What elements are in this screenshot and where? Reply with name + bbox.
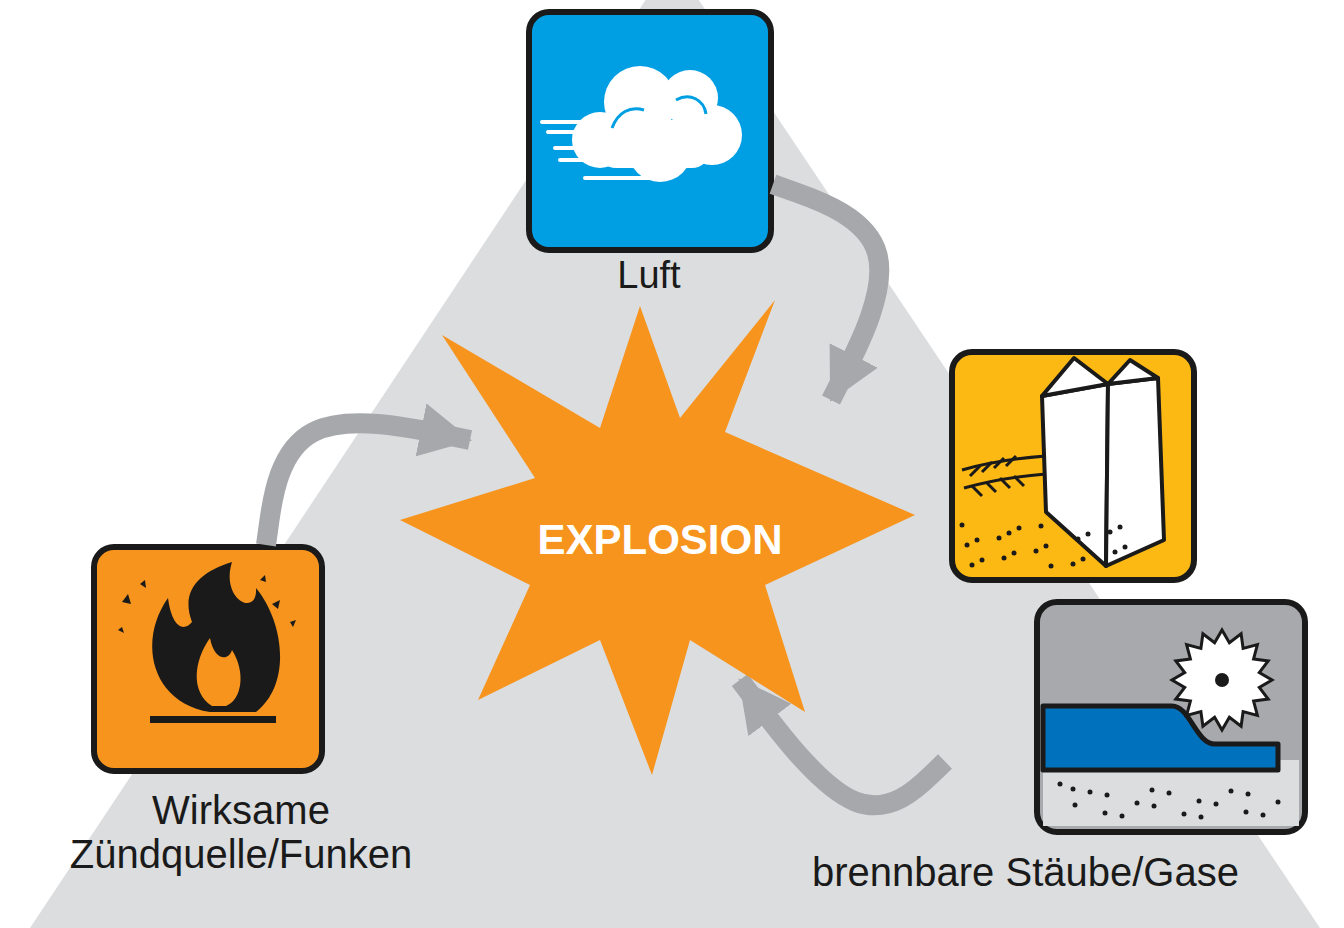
explosion-star-outline — [400, 300, 915, 775]
background-triangle — [30, 0, 1320, 928]
icon-label: brennbare Stäube/Gase — [756, 850, 1296, 894]
hazard-icon-box: Wirksame Zündquelle/Funken — [92, 545, 324, 773]
air-icon — [529, 12, 771, 250]
flow-arrow — [773, 184, 879, 400]
saw-icon — [1037, 602, 1305, 832]
explosion-star: EXPLOSION — [470, 400, 850, 680]
hazard-icon-box: brennbare Stäube/Gase — [945, 345, 1310, 835]
icon-label: Wirksame Zündquelle/Funken — [51, 788, 431, 876]
center-label: EXPLOSION — [537, 516, 782, 564]
flow-arrow — [740, 680, 945, 805]
dust-bag-icon — [952, 352, 1194, 580]
ignition-icon — [94, 547, 322, 771]
hazard-icon-box: Luft — [527, 10, 773, 252]
icon-label: Luft — [499, 255, 799, 297]
